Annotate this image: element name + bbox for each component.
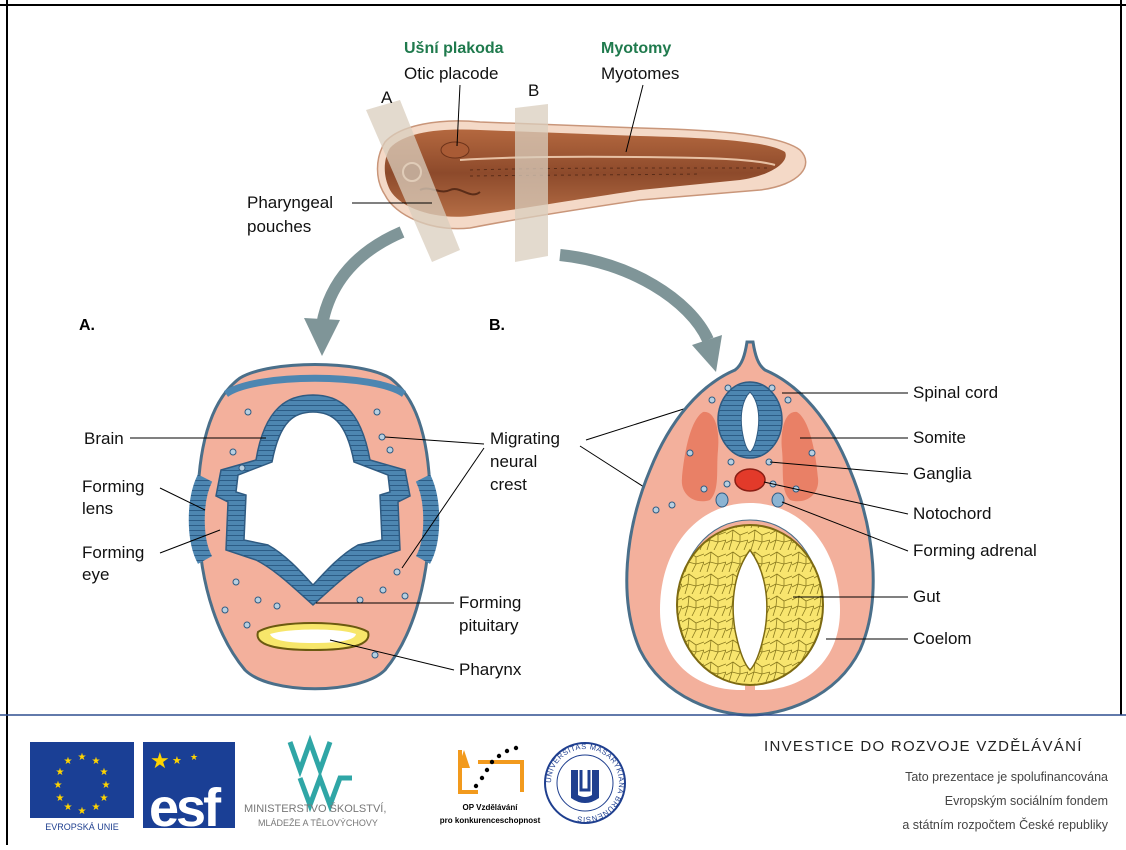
ganglia-label: Ganglia [913,464,972,483]
otic-placode-czech-label: Ušní plakoda [404,40,504,57]
footer-title: INVESTICE DO ROZVOJE VZDĚLÁVÁNÍ [764,738,1083,755]
brain-label: Brain [84,429,124,448]
svg-text:★: ★ [56,793,65,804]
op-vzdelavani-logo: OP Vzdělávání pro konkurenceschopnost [440,746,541,825]
forming-lens-label-1: Forming [82,477,144,496]
migrating-neural-crest-label-1: Migrating [490,429,560,448]
eu-caption: EVROPSKÁ UNIE [45,822,119,832]
forming-eye-label-1: Forming [82,543,144,562]
svg-text:★: ★ [100,767,109,778]
svg-text:★: ★ [100,793,109,804]
migrating-neural-crest-label-2: neural [490,452,537,471]
pharyngeal-pouches-label-1: Pharyngeal [247,193,333,212]
muni-seal-logo: UNIVERSITAS MASARYKIANA BRUNENSIS [544,742,626,824]
footer-line2: Evropským sociálním fondem [945,794,1108,808]
myotomes-czech-label: Myotomy [601,40,671,57]
spinal-cord-label: Spinal cord [913,383,998,402]
svg-text:★: ★ [64,756,73,767]
arrow-to-section-a [304,232,402,356]
svg-text:★: ★ [172,755,182,767]
myotomes-label: Myotomes [601,64,679,83]
svg-text:★: ★ [78,806,87,817]
svg-text:★: ★ [64,802,73,813]
pharyngeal-pouches-label-2: pouches [247,217,311,236]
msmt-logo: MINISTERSTVO ŠKOLSTVÍ, MLÁDEŽE A TĚLOVÝC… [244,742,386,828]
section-a-head-cross-section [197,365,432,689]
esf-logo: ★ ★ ★ esf [143,742,235,838]
op-line2: pro konkurenceschopnost [440,816,541,825]
forming-pituitary-label-1: Forming [459,593,521,612]
footer-line3: a státním rozpočtem České republiky [902,818,1108,832]
forming-eye-label-2: eye [82,565,109,584]
forming-pituitary-label-2: pituitary [459,616,519,635]
somite-label: Somite [913,428,966,447]
notochord-label: Notochord [913,504,991,523]
panel-b-heading: B. [489,317,505,334]
op-line1: OP Vzdělávání [463,803,519,812]
coelom-label: Coelom [913,629,972,648]
otic-placode-label: Otic placode [404,64,499,83]
forming-lens-label-2: lens [82,499,113,518]
footer-line1: Tato prezentace je spolufinancována [905,770,1108,784]
panel-a-heading: A. [79,317,95,334]
esf-text: esf [149,778,222,838]
section-slab-b [515,104,548,262]
msmt-line2: MLÁDEŽE A TĚLOVÝCHOVY [258,818,378,828]
svg-text:★: ★ [92,802,101,813]
pharynx-label: Pharynx [459,660,522,679]
svg-text:★: ★ [92,756,101,767]
svg-text:★: ★ [150,748,170,773]
section-letter-a: A [381,88,393,107]
gut-label: Gut [913,587,941,606]
svg-text:★: ★ [56,767,65,778]
section-letter-b: B [528,81,539,100]
migrating-neural-crest-label-3: crest [490,475,527,494]
svg-text:★: ★ [78,752,87,763]
svg-text:★: ★ [102,780,111,791]
svg-text:★: ★ [54,780,63,791]
eu-flag-logo: ★★★ ★★★ ★★★ ★★★ EVROPSKÁ UNIE [30,742,134,832]
svg-text:★: ★ [190,752,198,762]
forming-adrenal-label: Forming adrenal [913,541,1037,560]
arrow-to-section-b [560,255,722,372]
msmt-line1: MINISTERSTVO ŠKOLSTVÍ, [244,802,386,815]
section-b-trunk-cross-section [627,342,873,715]
